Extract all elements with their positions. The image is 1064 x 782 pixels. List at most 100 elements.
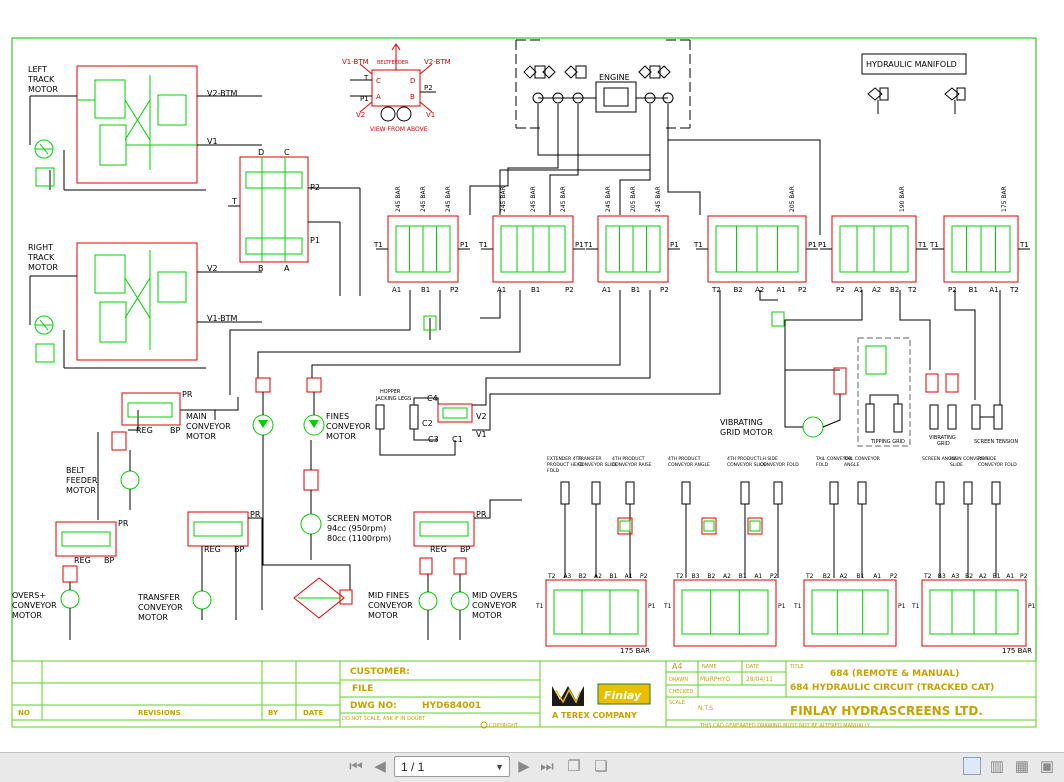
bf-caption: VIEW FROM ABOVE <box>370 126 428 133</box>
port-label: B1 <box>739 573 747 580</box>
main-conveyor-label-3: MOTOR <box>186 432 216 441</box>
document-viewer: LEFT TRACK MOTOR V2-BTM V1 RIGHT TRACK M… <box>0 0 1064 752</box>
bf-c: C <box>376 77 381 85</box>
chevron-down-icon: ▼ <box>495 762 504 772</box>
relief-pressure-label: 245 BAR <box>530 186 537 212</box>
next-page-icon[interactable]: ▶ <box>518 758 530 775</box>
grid-view-icon[interactable]: ▦ <box>1014 758 1030 775</box>
port-label: A1 <box>754 573 762 580</box>
transfer-label-1: TRANSFER <box>137 593 180 602</box>
engine-label: ENGINE <box>599 73 630 82</box>
tb-scale-label: SCALE <box>669 700 685 706</box>
main-conveyor-label-2: CONVEYOR <box>186 422 231 431</box>
right-track-motor-block <box>29 242 262 369</box>
prev-page-icon[interactable]: ◀ <box>374 758 386 775</box>
port-label: A1 <box>1006 573 1014 580</box>
cylinder-label: CONVEYOR FOLD <box>978 462 1017 468</box>
terex-logo <box>552 683 651 706</box>
mid-overs-label-1: MID OVERS <box>472 591 517 600</box>
port-label: T2 <box>907 286 917 294</box>
belt-feeder-label-1: BELT <box>66 466 85 475</box>
port-p2-label: P2 <box>310 183 320 192</box>
mid-overs-label-2: CONVEYOR <box>472 601 517 610</box>
port-t-label: T <box>231 197 237 206</box>
cylinder-label: CONVEYOR FOLD <box>760 462 799 468</box>
transfer-label-2: CONVEYOR <box>138 603 183 612</box>
port-label: T1 <box>917 241 927 249</box>
page-selector[interactable]: 1 / 1 ▼ <box>394 756 510 777</box>
port-label: A1 <box>989 286 998 294</box>
tb-date: DATE <box>303 709 323 717</box>
left-track-label-3: MOTOR <box>28 85 58 94</box>
copy-page-icon[interactable]: ❐ <box>567 758 581 775</box>
port-c-label: C <box>284 148 290 157</box>
two-page-view-icon[interactable]: ▥ <box>989 758 1005 775</box>
fullscreen-icon[interactable]: ▣ <box>1039 758 1055 775</box>
left-track-label-1: LEFT <box>28 65 47 74</box>
engine-pump-group <box>469 39 821 235</box>
aux-valve <box>617 517 633 535</box>
fines-conveyor-label-1: FINES <box>326 412 349 421</box>
fines-conveyor-label-2: CONVEYOR <box>326 422 371 431</box>
hopper-v1-label: V1 <box>476 430 487 439</box>
port-label: P2 <box>890 573 898 580</box>
port-label: B1 <box>631 286 640 294</box>
overs-label-1: OVERS+ <box>12 591 46 600</box>
right-track-label-2: TRACK <box>27 253 55 262</box>
fines-conveyor-label-3: MOTOR <box>326 432 356 441</box>
screen-tension-label: SCREEN TENSION <box>974 439 1018 445</box>
port-label: B1 <box>531 286 540 294</box>
port-b-label: B <box>258 264 264 273</box>
right-track-label-1: RIGHT <box>28 243 53 252</box>
last-page-icon[interactable]: ⏭ <box>540 758 554 775</box>
cylinder-label: RH SIDE <box>978 456 997 462</box>
port-label: T2 <box>1009 286 1019 294</box>
relief-pressure-label: 205 BAR <box>630 186 637 212</box>
port-label: P2 <box>770 573 778 580</box>
screen-motor-label-1: SCREEN MOTOR <box>327 514 392 523</box>
port-label: P2 <box>565 286 574 294</box>
relief-pressure-label: 245 BAR <box>560 186 567 212</box>
cylinder-9: SCREEN ANGLE <box>922 456 957 578</box>
port-label: P2 <box>798 286 807 294</box>
relief-pressure-label: 245 BAR <box>445 186 452 212</box>
main-bp-label: BP <box>170 426 180 435</box>
hydraulic-manifold-box <box>861 53 967 75</box>
port-label: T1 <box>929 241 939 249</box>
cylinder-label: 4TH PRODUCT <box>727 456 760 462</box>
left-track-label-2: TRACK <box>27 75 55 84</box>
belt-feeder-label-3: MOTOR <box>66 486 96 495</box>
relief-pressure-label: 245 BAR <box>605 186 612 212</box>
port-d-label: D <box>258 148 264 157</box>
mid-fines-label-2: CONVEYOR <box>368 601 413 610</box>
bf-p1: P1 <box>360 95 369 103</box>
tb-date-label: DATE <box>746 664 759 670</box>
port-label: B2 <box>965 573 973 580</box>
first-page-icon[interactable]: ⏮ <box>349 758 363 775</box>
mid-bp: BP <box>460 545 470 554</box>
aux-valve <box>747 517 763 535</box>
screen-motor-label-2: 94cc (950rpm) <box>327 524 386 533</box>
mid-overs-label-3: MOTOR <box>472 611 502 620</box>
cylinder-label: 4TH PRODUCT <box>612 456 645 462</box>
bf-a: A <box>376 93 381 101</box>
bf-p2: P2 <box>424 84 433 92</box>
port-label: P1 <box>648 603 656 610</box>
tb-cad-note: THIS CAD GENERATED DRAWING MUST NOT BE A… <box>699 723 871 729</box>
port-label: B1 <box>421 286 430 294</box>
port-label: B1 <box>993 573 1001 580</box>
bf-d: D <box>410 77 415 85</box>
tb-file: FILE <box>352 684 373 694</box>
port-label: T1 <box>535 603 544 610</box>
paste-page-icon[interactable]: ❏ <box>594 758 608 775</box>
single-page-view-icon[interactable] <box>963 757 981 775</box>
cylinder-label: 4TH PRODUCT <box>668 456 701 462</box>
